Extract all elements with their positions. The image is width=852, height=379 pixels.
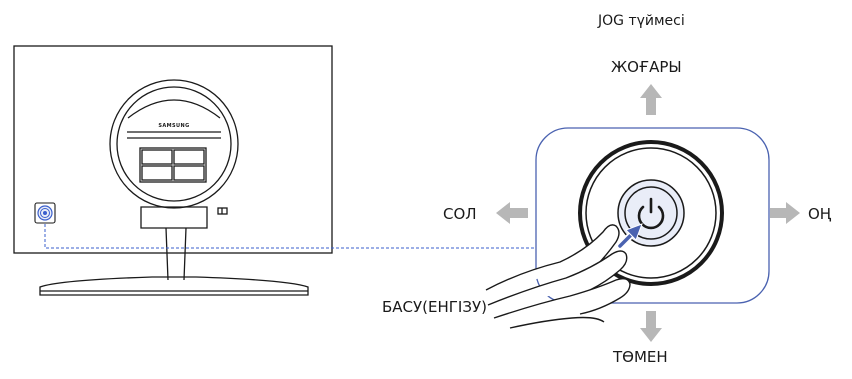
arrow-up-icon xyxy=(640,84,662,115)
vesa-plate xyxy=(139,147,207,183)
stand-base xyxy=(39,276,309,296)
stand-neck-block xyxy=(140,206,208,229)
vesa-cell-4 xyxy=(173,165,205,181)
direction-right-label: ОҢ xyxy=(808,205,832,223)
press-arrow-icon xyxy=(616,223,643,250)
monitor-body xyxy=(13,45,333,254)
press-enter-label: БАСУ(ЕНГІЗУ) xyxy=(382,298,487,316)
arrow-right-icon xyxy=(770,202,800,224)
monitor-rear-housing xyxy=(109,79,239,209)
monitor-logo: SAMSUNG xyxy=(158,123,189,129)
monitor-rear-housing-inner xyxy=(116,86,232,202)
pressing-hand xyxy=(485,224,631,329)
monitor-jog-button xyxy=(34,202,56,224)
direction-down-label: ТӨМЕН xyxy=(613,348,668,366)
arrow-down-icon xyxy=(640,311,662,342)
monitor-back-view xyxy=(13,45,333,296)
vesa-cell-1 xyxy=(141,149,173,165)
power-icon xyxy=(637,197,665,230)
vesa-cell-3 xyxy=(141,165,173,181)
stand-column xyxy=(165,227,187,281)
arrow-left-icon xyxy=(496,202,528,224)
connector-line xyxy=(44,224,535,249)
jog-title-label: JOG түймесі xyxy=(598,13,685,29)
housing-top-arc xyxy=(127,99,221,119)
vesa-cell-2 xyxy=(173,149,205,165)
direction-up-label: ЖОҒАРЫ xyxy=(611,58,682,76)
direction-left-label: СОЛ xyxy=(443,205,477,223)
